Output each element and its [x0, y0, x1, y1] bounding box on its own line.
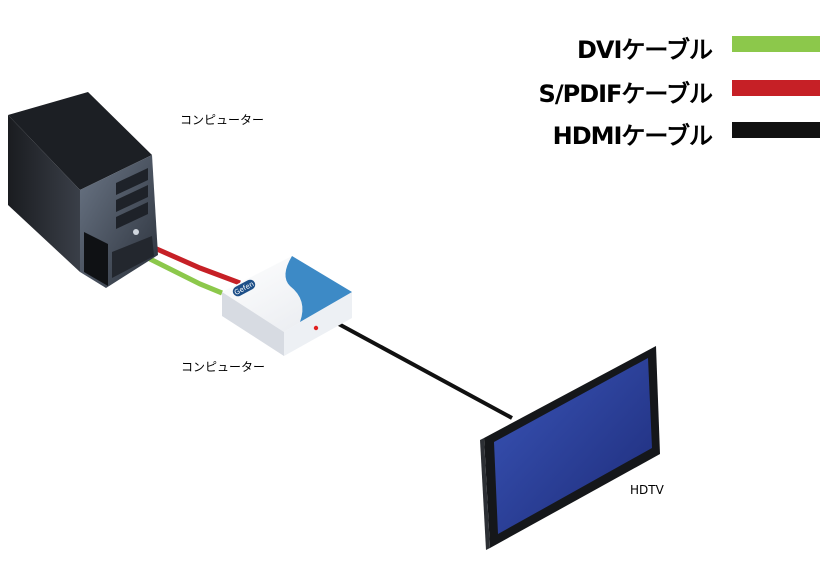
drive-bay-2 — [116, 185, 148, 212]
status-led — [313, 325, 319, 331]
tv-screen — [494, 358, 652, 534]
converter-box: Gefen — [222, 256, 352, 356]
hdmi-cable — [334, 320, 513, 420]
legend-swatch-hdmi — [732, 122, 820, 138]
drive-bay-1 — [116, 168, 148, 195]
drive-bay-3 — [116, 202, 148, 229]
cables — [146, 243, 513, 420]
legend-swatch-dvi — [732, 36, 820, 52]
spdif-cable — [148, 243, 241, 286]
box-left-face — [222, 292, 284, 356]
legend-label-spdif: S/PDIFケーブル — [538, 80, 713, 108]
power-button — [133, 229, 139, 235]
computer-tower — [8, 92, 158, 288]
tv-side-edge — [480, 438, 490, 550]
legend-label-dvi: DVIケーブル — [577, 36, 713, 64]
tower-top — [8, 92, 152, 190]
computer-label: コンピューター — [180, 113, 265, 127]
hdtv-label: HDTV — [630, 483, 664, 497]
converter-label: コンピューター — [181, 360, 266, 374]
legend-swatch-spdif — [732, 80, 820, 96]
vent-grille — [112, 236, 154, 278]
box-right-face — [284, 292, 352, 356]
box-accent-panel — [285, 256, 352, 322]
hdtv — [480, 346, 660, 550]
tower-side — [8, 115, 80, 272]
legend-label-hdmi: HDMIケーブル — [552, 122, 713, 150]
dvi-cable — [146, 255, 223, 296]
front-panel — [84, 232, 108, 286]
